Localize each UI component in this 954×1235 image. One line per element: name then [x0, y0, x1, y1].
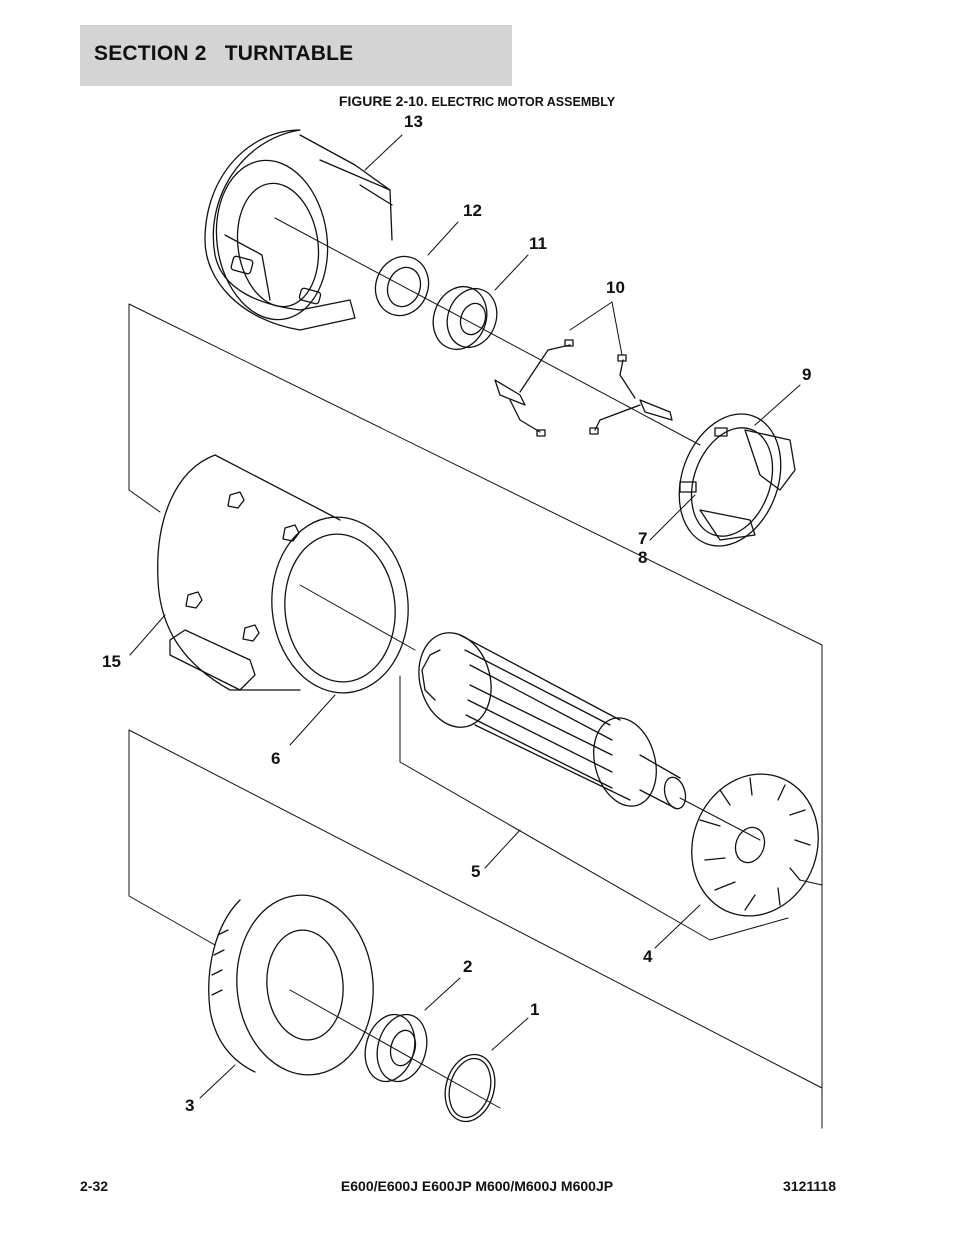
model-list: E600/E600J E600JP M600/M600J M600JP — [340, 1178, 614, 1194]
drive-end-housing-part-3 — [208, 894, 374, 1076]
document-number: 3121118 — [783, 1178, 836, 1194]
fan-part-4 — [691, 773, 819, 917]
page-number: 2-32 — [80, 1178, 109, 1194]
callout-3: 3 — [185, 1096, 194, 1115]
section-title: SECTION 2 TURNTABLE — [94, 42, 354, 65]
callout-9: 9 — [802, 365, 811, 384]
brush-holder-part-9 — [678, 413, 796, 547]
callout-7: 7 — [638, 529, 647, 548]
armature-part-5 — [418, 632, 687, 810]
callout-5: 5 — [471, 862, 480, 881]
assembly-axis-lines — [274, 217, 761, 1109]
callout-4: 4 — [643, 947, 653, 966]
callout-6: 6 — [271, 749, 280, 768]
callout-8: 8 — [638, 548, 647, 567]
section-header: SECTION 2 TURNTABLE — [80, 25, 512, 86]
callout-1: 1 — [530, 1000, 539, 1019]
leader-lines — [129, 134, 801, 1099]
assembly-bracket-lines — [128, 303, 823, 1129]
callout-10: 10 — [606, 278, 625, 297]
figure-number: FIGURE 2-10. — [338, 93, 428, 109]
bearing-part-2 — [364, 1013, 428, 1083]
callout-13: 13 — [404, 112, 423, 131]
callout-11: 11 — [529, 234, 547, 253]
seal-part-12 — [374, 255, 430, 317]
figure-caption: ELECTRIC MOTOR ASSEMBLY — [431, 95, 616, 109]
motor-frame-part-15 — [157, 454, 409, 694]
bearing-part-11 — [432, 285, 498, 351]
callout-labels: 13 12 11 10 9 7 8 15 6 5 4 3 2 1 — [102, 112, 811, 1115]
callout-15: 15 — [102, 652, 121, 671]
callout-12: 12 — [463, 201, 482, 220]
snap-ring-part-1 — [444, 1053, 496, 1123]
end-housing-part-13 — [204, 129, 393, 331]
brushes-part-10 — [494, 339, 673, 437]
figure-title: FIGURE 2-10. ELECTRIC MOTOR ASSEMBLY — [0, 93, 954, 109]
callout-2: 2 — [463, 957, 472, 976]
